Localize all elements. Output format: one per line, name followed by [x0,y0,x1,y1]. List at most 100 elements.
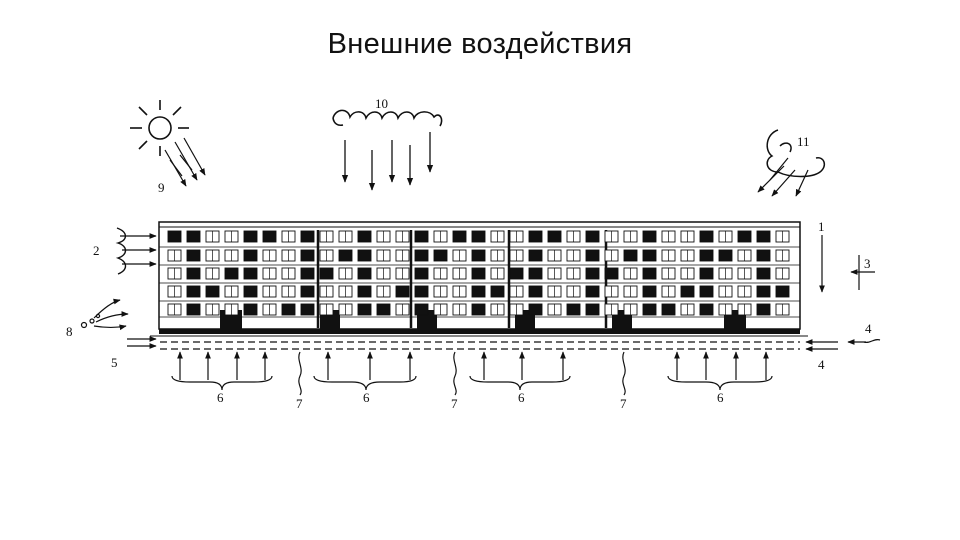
window [414,303,429,316]
window [699,249,714,262]
window [243,303,258,316]
braces [171,375,773,391]
window [395,285,410,298]
window [699,285,714,298]
window [642,303,657,316]
window [471,285,486,298]
window [528,230,543,243]
window [243,267,258,280]
label-11: 11 [797,134,810,149]
window [205,285,220,298]
window [585,230,600,243]
window [528,303,543,316]
window [585,249,600,262]
window [756,303,771,316]
window [471,249,486,262]
window [357,230,372,243]
gas-emission-icon [80,298,129,331]
label-1: 1 [818,219,825,234]
label-6-b: 6 [363,390,370,405]
ground-water-wave-icon [847,338,881,345]
sun-icon [130,100,189,156]
window [300,267,315,280]
window [642,267,657,280]
window [186,303,201,316]
window [243,230,258,243]
window [471,230,486,243]
window [186,230,201,243]
window [585,267,600,280]
wind-arrows [757,157,809,197]
vibration-wave-lines [298,351,626,396]
window [357,285,372,298]
label-7-c: 7 [620,396,627,411]
window [642,249,657,262]
window [642,285,657,298]
window [376,303,391,316]
window [623,249,638,262]
window [547,230,562,243]
window [490,285,505,298]
window [186,267,201,280]
window [471,267,486,280]
slide-title: Внешние воздействия [327,28,633,60]
window [414,230,429,243]
heat-wave-icon [115,227,127,275]
ground-level-arrows [127,336,838,352]
window [300,303,315,316]
window [243,285,258,298]
window [414,285,429,298]
label-10: 10 [375,96,388,111]
window [186,285,201,298]
window [775,285,790,298]
window [433,249,448,262]
sun-rays-arrows [164,137,206,187]
window [509,267,524,280]
window [604,267,619,280]
window [300,249,315,262]
window [699,267,714,280]
window [167,230,182,243]
window [566,303,581,316]
window [319,267,334,280]
label-3: 3 [864,256,871,271]
window [186,249,201,262]
window [661,303,676,316]
window [737,230,752,243]
label-6-c: 6 [518,390,525,405]
window [262,230,277,243]
window [528,267,543,280]
rain-arrows [341,132,434,191]
window [414,267,429,280]
window [357,249,372,262]
label-4-lower: 4 [818,357,825,372]
window [300,285,315,298]
window [300,230,315,243]
window [528,285,543,298]
rain-cloud-icon [332,109,443,127]
window [338,249,353,262]
window [756,249,771,262]
window [281,303,296,316]
window [756,267,771,280]
window [471,303,486,316]
heat-arrows [120,233,157,267]
window [224,267,239,280]
label-6-d: 6 [717,390,724,405]
window [699,303,714,316]
label-5: 5 [111,355,118,370]
building-facade [150,221,808,337]
window-grid [167,230,790,316]
window [756,285,771,298]
window [357,303,372,316]
label-8: 8 [66,324,73,339]
window [680,285,695,298]
window [642,230,657,243]
wind-gust-icon [766,129,826,178]
foundation-dashed-lines [160,341,800,350]
label-2: 2 [93,243,100,258]
label-6-a: 6 [217,390,224,405]
window [528,249,543,262]
window [585,285,600,298]
window [357,267,372,280]
